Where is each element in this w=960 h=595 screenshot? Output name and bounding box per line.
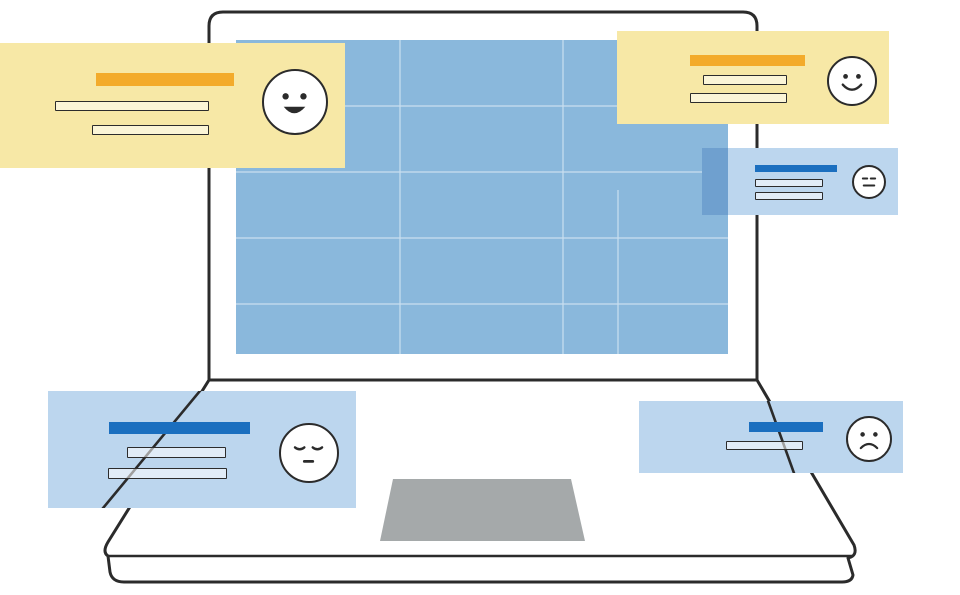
card-text-line — [92, 125, 209, 135]
smiling-face-icon — [827, 56, 877, 106]
card-text-line — [108, 468, 227, 479]
card-text-line — [55, 101, 209, 111]
laptop-edge-through-card — [766, 401, 796, 473]
card-text-line — [755, 192, 823, 200]
card-text-line — [703, 75, 787, 85]
sleepy-face-icon — [279, 423, 339, 483]
card-title-bar — [690, 55, 805, 66]
sad-face-icon — [846, 416, 892, 462]
feedback-card-1 — [0, 43, 345, 168]
feedback-card-5 — [639, 401, 903, 473]
feedback-card-2 — [617, 31, 889, 124]
card-title-bar — [755, 165, 837, 172]
card-text-line — [127, 447, 226, 458]
card-text-line — [690, 93, 787, 103]
card-text-line — [755, 179, 823, 187]
feedback-card-4 — [48, 391, 356, 508]
laptop-trackpad — [380, 479, 585, 541]
card-text-line — [726, 441, 803, 450]
feedback-card-3 — [702, 148, 898, 215]
card-title-bar — [96, 73, 234, 86]
grinning-face-icon — [262, 69, 328, 135]
card-overlap-tint — [702, 148, 728, 215]
neutral-face-icon — [852, 165, 886, 199]
card-title-bar — [109, 422, 250, 434]
card-title-bar — [749, 422, 823, 432]
